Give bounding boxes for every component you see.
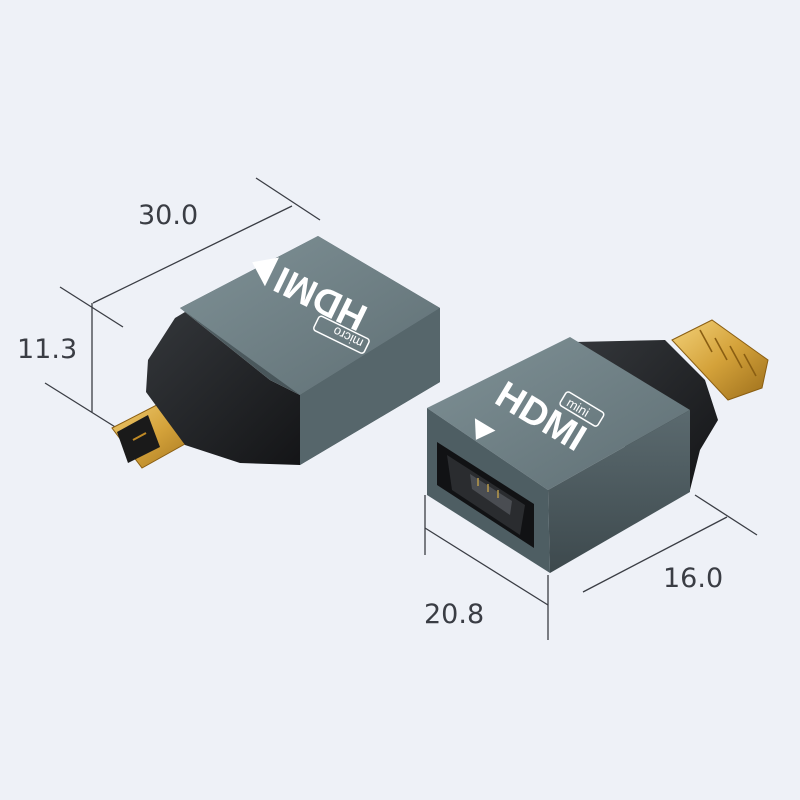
- micro-shell-top: [180, 236, 440, 395]
- logo-arrow-icon: [252, 257, 279, 287]
- logo-arrow-icon: [474, 418, 496, 440]
- mini-female-port: [437, 442, 534, 548]
- dimension-length-label: 30.0: [138, 200, 198, 231]
- mini-hdmi-adapter: HDMI mini: [427, 319, 769, 573]
- mini-plug: [671, 319, 769, 401]
- micro-boot: [146, 312, 300, 465]
- dimension-depth-label: 20.8: [424, 599, 484, 630]
- mini-shell-side: [548, 410, 690, 573]
- dimension-height-label: 11.3: [17, 334, 77, 365]
- micro-shell-front: [300, 308, 440, 465]
- dimension-width-label: 16.0: [663, 563, 723, 594]
- micro-hdmi-adapter: HDMI micro: [111, 236, 440, 469]
- dimension-lines: [44, 177, 758, 640]
- mini-shell-top: [427, 337, 690, 490]
